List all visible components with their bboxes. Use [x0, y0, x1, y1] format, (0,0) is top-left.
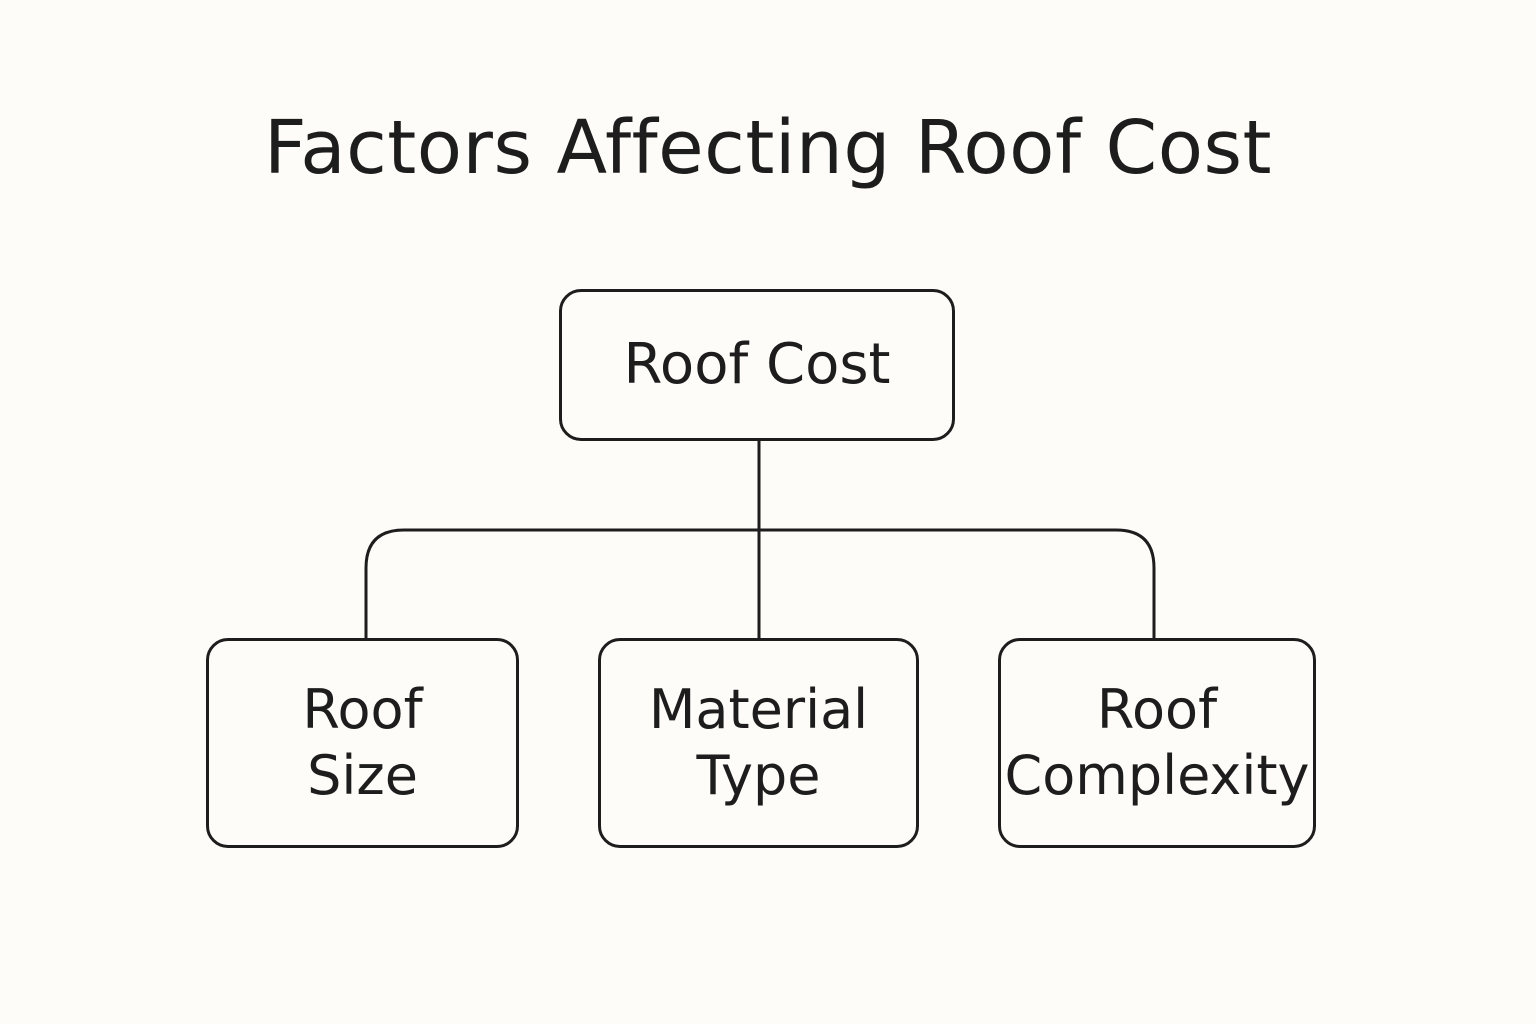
root-node-roof-cost: Roof Cost — [559, 289, 955, 441]
child-node-roof-complexity: Roof Complexity — [998, 638, 1316, 848]
child-node-label: Roof Complexity — [1004, 678, 1310, 807]
child-node-label: Material Type — [648, 678, 869, 807]
root-node-label: Roof Cost — [623, 332, 891, 397]
connector-horizontal-bar — [364, 528, 1156, 638]
child-node-label: Roof Size — [302, 678, 423, 807]
child-node-roof-size: Roof Size — [206, 638, 519, 848]
diagram-title: Factors Affecting Roof Cost — [263, 105, 1273, 191]
child-node-material-type: Material Type — [598, 638, 919, 848]
